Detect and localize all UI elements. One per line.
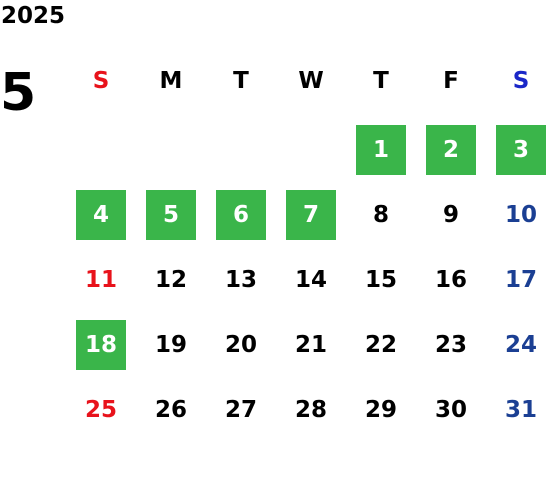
- day-cell-7[interactable]: 7: [286, 190, 336, 240]
- day-cell-3[interactable]: 3: [496, 125, 546, 175]
- day-cell-5[interactable]: 5: [146, 190, 196, 240]
- day-cell-21[interactable]: 21: [294, 332, 327, 358]
- weekday-header-6: S: [512, 68, 530, 94]
- weekday-header-0: S: [92, 68, 110, 94]
- day-cell-24[interactable]: 24: [504, 332, 537, 358]
- day-cell-26[interactable]: 26: [154, 397, 187, 423]
- weekday-header-4: T: [373, 68, 389, 94]
- day-cell-10[interactable]: 10: [504, 202, 537, 228]
- day-cell-1[interactable]: 1: [356, 125, 406, 175]
- day-cell-14[interactable]: 14: [294, 267, 327, 293]
- weekday-header-3: W: [298, 68, 324, 94]
- year-label: 2025: [1, 3, 66, 29]
- day-cell-11[interactable]: 11: [84, 267, 117, 293]
- day-cell-8[interactable]: 8: [372, 202, 389, 228]
- day-cell-12[interactable]: 12: [154, 267, 187, 293]
- weekday-header-2: T: [233, 68, 249, 94]
- day-cell-27[interactable]: 27: [224, 397, 257, 423]
- weekday-header-5: F: [443, 68, 459, 94]
- day-cell-31[interactable]: 31: [504, 397, 537, 423]
- month-label: 5: [0, 63, 37, 123]
- day-cell-4[interactable]: 4: [76, 190, 126, 240]
- day-cell-19[interactable]: 19: [154, 332, 187, 358]
- day-cell-25[interactable]: 25: [84, 397, 117, 423]
- day-cell-15[interactable]: 15: [364, 267, 397, 293]
- day-cell-23[interactable]: 23: [434, 332, 467, 358]
- day-cell-18[interactable]: 18: [76, 320, 126, 370]
- day-cell-9[interactable]: 9: [442, 202, 459, 228]
- day-cell-20[interactable]: 20: [224, 332, 257, 358]
- day-cell-13[interactable]: 13: [224, 267, 257, 293]
- weekday-header-1: M: [159, 68, 183, 94]
- day-cell-22[interactable]: 22: [364, 332, 397, 358]
- day-cell-28[interactable]: 28: [294, 397, 327, 423]
- day-cell-30[interactable]: 30: [434, 397, 467, 423]
- day-cell-17[interactable]: 17: [504, 267, 537, 293]
- day-cell-2[interactable]: 2: [426, 125, 476, 175]
- day-cell-16[interactable]: 16: [434, 267, 467, 293]
- day-cell-6[interactable]: 6: [216, 190, 266, 240]
- day-cell-29[interactable]: 29: [364, 397, 397, 423]
